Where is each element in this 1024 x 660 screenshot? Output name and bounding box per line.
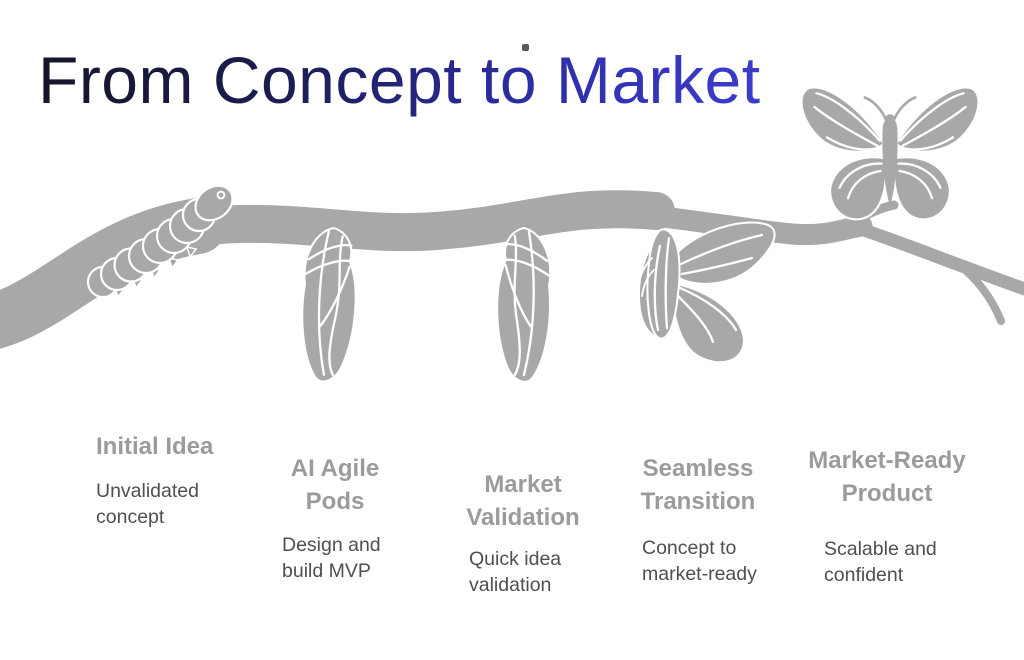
stage-seamless-transition: Seamless Transition Concept to market-re… xyxy=(634,452,762,587)
stray-dot-artifact xyxy=(522,44,529,51)
stage-title: AI Agile Pods xyxy=(290,455,380,515)
stage-market-validation: Market Validation Quick idea validation xyxy=(456,468,590,598)
chrysalis-icon xyxy=(493,225,554,384)
page-title-text: From Concept to Market xyxy=(38,43,761,117)
stage-title: Seamless Transition xyxy=(640,455,756,515)
stage-title: Market-Ready Product xyxy=(808,447,966,507)
stage-title: Market Validation xyxy=(466,471,580,531)
stage-description: Design and build MVP xyxy=(282,534,381,582)
stage-market-ready-product: Market-Ready Product Scalable and confid… xyxy=(798,444,976,588)
caterpillar-icon xyxy=(86,184,234,299)
stage-ai-agile-pods: AI Agile Pods Design and build MVP xyxy=(272,452,398,584)
stage-description: Quick idea validation xyxy=(469,548,562,596)
emerging-butterfly-icon xyxy=(637,221,776,364)
stage-initial-idea: Initial Idea Unvalidated concept xyxy=(96,430,238,530)
stage-description: Concept to market-ready xyxy=(642,537,757,585)
chrysalis-icon xyxy=(298,225,360,384)
butterfly-icon xyxy=(800,86,980,221)
stage-title: Initial Idea xyxy=(96,433,214,460)
stage-description: Unvalidated concept xyxy=(96,480,199,528)
page-title: From Concept to Market xyxy=(38,43,761,117)
stage-description: Scalable and confident xyxy=(824,538,937,586)
